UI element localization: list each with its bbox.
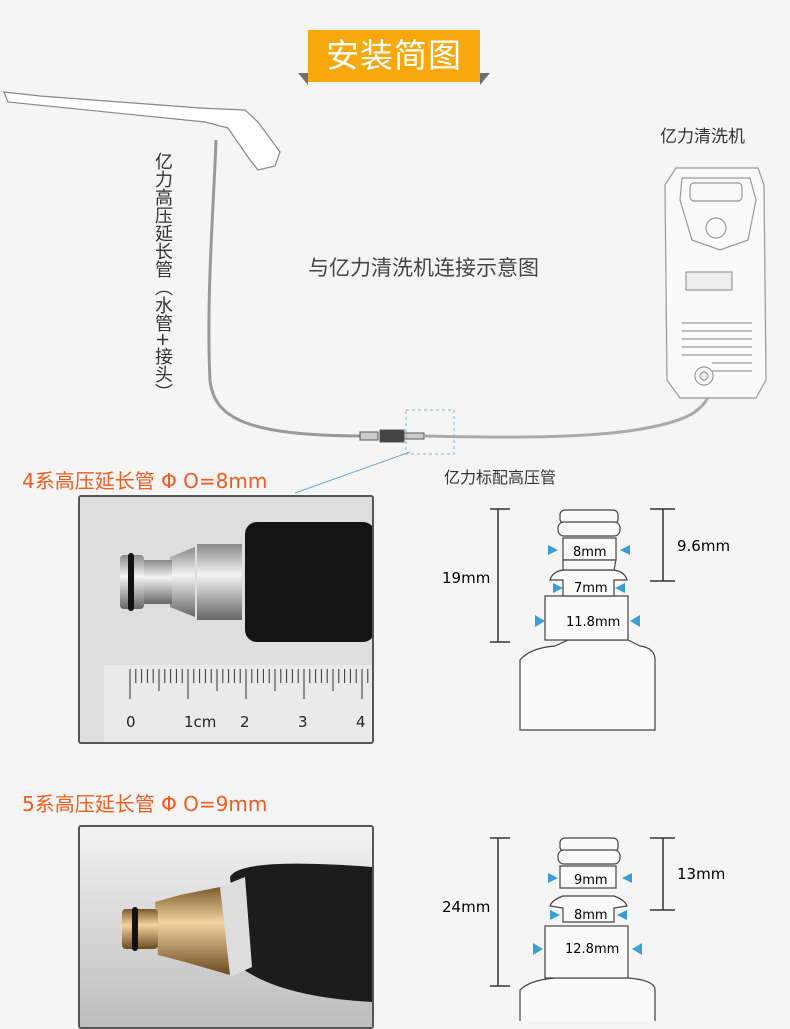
hose-connector xyxy=(359,429,425,443)
fitting-cone xyxy=(170,547,195,617)
series5-dimension-diagram: 24mm 13mm 9mm 8mm 12.8mm xyxy=(442,837,725,1021)
standard-hose-label: 亿力标配高压管 xyxy=(444,468,557,487)
hose-tube xyxy=(230,863,372,1002)
banner-fold-right xyxy=(480,73,490,85)
hose-tube xyxy=(245,522,372,642)
standard-hose xyxy=(423,377,711,439)
height-bracket xyxy=(490,837,675,987)
machine-label: 亿力清洗机 xyxy=(660,127,745,147)
brass-fitting xyxy=(155,887,230,975)
base-diameter-label: 12.8mm xyxy=(565,942,619,957)
connection-highlight-box xyxy=(405,409,455,455)
callout-line xyxy=(294,451,411,494)
ruler-label: 1cm xyxy=(184,713,216,731)
upper-height-label: 13mm xyxy=(677,865,725,883)
o-ring xyxy=(128,553,134,611)
series4-title: 4系高压延长管 Φ O=8mm xyxy=(22,469,268,493)
connection-caption: 与亿力清洗机连接示意图 xyxy=(308,256,539,280)
banner-fold-left xyxy=(298,73,308,85)
ruler-label: 4 xyxy=(356,713,366,731)
connection-illustration xyxy=(3,91,767,494)
upper-height-label: 9.6mm xyxy=(677,537,730,555)
ruler-label: 3 xyxy=(298,713,308,731)
series5-photo xyxy=(78,825,374,1029)
dimension-arrows xyxy=(535,545,640,627)
fitting-nut xyxy=(197,544,242,620)
ruler xyxy=(104,665,372,742)
dimension-arrows xyxy=(533,873,642,955)
pressure-washer-machine-icon xyxy=(664,167,767,399)
o-ring xyxy=(132,907,138,951)
tube-sleeve xyxy=(220,877,252,977)
top-diameter-label: 8mm xyxy=(573,545,607,560)
title-banner: 安装简图 xyxy=(308,30,480,82)
ruler-label: 0 xyxy=(126,713,136,731)
connector-outline xyxy=(519,509,656,731)
ruler-label: 2 xyxy=(240,713,250,731)
groove-diameter-label: 8mm xyxy=(574,908,608,923)
series5-title: 5系高压延长管 Φ O=9mm xyxy=(22,792,268,816)
groove-diameter-label: 7mm xyxy=(574,581,608,596)
base-diameter-label: 11.8mm xyxy=(566,615,620,630)
series4-photo: 0 1cm 2 3 4 xyxy=(78,495,374,744)
height-bracket xyxy=(490,508,675,643)
connector-outline xyxy=(519,837,656,1021)
extension-hose xyxy=(207,139,361,438)
total-height-label: 19mm xyxy=(442,569,490,587)
top-diameter-label: 9mm xyxy=(574,873,608,888)
series4-dimension-diagram: 19mm 9.6mm 8mm 7mm 11.8mm xyxy=(442,508,730,731)
total-height-label: 24mm xyxy=(442,898,490,916)
spray-gun-icon xyxy=(3,91,281,171)
extension-hose-label: 亿力高压延长管（水管+接头） xyxy=(152,152,173,402)
